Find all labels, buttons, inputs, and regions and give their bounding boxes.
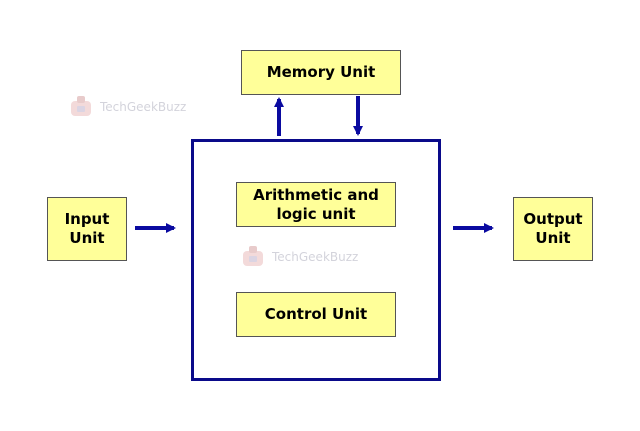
watermark-top: TechGeekBuzz (68, 94, 186, 120)
control-unit-label: Control Unit (264, 305, 368, 323)
watermark-center: TechGeekBuzz (240, 244, 358, 270)
alu-box: Arithmetic and logic unit (236, 182, 396, 227)
watermark-center-text: TechGeekBuzz (272, 250, 359, 264)
output-unit-box: Output Unit (513, 197, 593, 261)
alu-label-line1: Arithmetic and (253, 185, 379, 204)
cpu-frame (191, 139, 441, 381)
robot-logo-icon (243, 246, 263, 266)
output-unit-label-line2: Unit (535, 229, 571, 247)
memory-unit-label: Memory Unit (266, 63, 376, 81)
output-unit-label-line1: Output (523, 210, 583, 228)
control-unit-box: Control Unit (236, 292, 396, 337)
memory-unit-box: Memory Unit (241, 50, 401, 95)
alu-label-line2: logic unit (276, 204, 356, 223)
robot-logo-icon (71, 96, 91, 116)
input-unit-label-line2: Unit (69, 229, 105, 247)
watermark-top-text: TechGeekBuzz (100, 100, 187, 114)
input-unit-box: Input Unit (47, 197, 127, 261)
input-unit-label-line1: Input (64, 210, 110, 228)
